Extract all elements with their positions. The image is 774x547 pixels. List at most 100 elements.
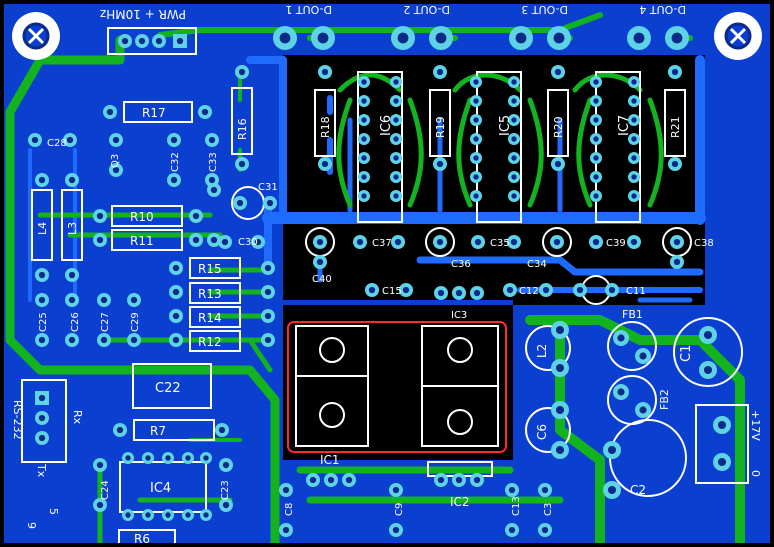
pad-drill xyxy=(96,461,104,469)
pad-drill xyxy=(473,155,479,161)
pad-drill xyxy=(671,68,679,76)
pad-drill xyxy=(473,476,481,484)
label-r6: R6 xyxy=(134,532,150,543)
ic5-outline xyxy=(476,71,522,223)
pad-drill xyxy=(473,136,479,142)
pad-drill xyxy=(593,174,599,180)
pad-drill xyxy=(96,236,104,244)
pad-drill xyxy=(511,174,517,180)
label-c6: C6 xyxy=(535,424,549,440)
label-r16: R16 xyxy=(236,118,249,140)
pad-drill xyxy=(576,286,584,294)
label-c36: C36 xyxy=(451,259,471,270)
label-c29: C29 xyxy=(130,312,141,332)
label-dout3: D-OUT 3 xyxy=(521,3,568,16)
pad-drill xyxy=(112,136,120,144)
pad-drill xyxy=(100,296,108,304)
pad-drill xyxy=(455,476,463,484)
pad-drill xyxy=(593,136,599,142)
label-r17: R17 xyxy=(142,106,166,120)
pad-drill xyxy=(192,212,200,220)
ic7-outline xyxy=(595,71,641,223)
pad-drill xyxy=(703,330,713,340)
resistor-outlines xyxy=(31,87,686,547)
pad-drill xyxy=(192,236,200,244)
pad-drill xyxy=(356,238,364,246)
pad-drill xyxy=(125,455,131,461)
pads xyxy=(28,26,731,537)
pad-drill xyxy=(165,512,171,518)
pad-drill xyxy=(31,136,39,144)
pad-drill xyxy=(393,117,399,123)
label-r21: R21 xyxy=(669,116,682,138)
pad-drill xyxy=(203,512,209,518)
pad-drill xyxy=(264,336,272,344)
pad-drill xyxy=(222,461,230,469)
label-c2: C2 xyxy=(630,483,646,497)
pad-drill xyxy=(264,312,272,320)
label-ic4: IC4 xyxy=(150,481,171,496)
pad-drill xyxy=(185,512,191,518)
pad-drill xyxy=(316,258,324,266)
pad-drill xyxy=(316,238,324,246)
pad-drill xyxy=(631,174,637,180)
label-c33: C33 xyxy=(208,152,219,172)
label-l4: L4 xyxy=(36,222,49,235)
pad-drill xyxy=(321,68,329,76)
ic6-outline xyxy=(357,71,403,223)
pad-drill xyxy=(511,193,517,199)
keepout-outline xyxy=(287,321,507,453)
label-r10: R10 xyxy=(130,210,154,224)
pad-drill xyxy=(473,117,479,123)
pad-drill xyxy=(474,238,482,246)
pad-drill xyxy=(172,312,180,320)
pad-drill xyxy=(38,434,46,442)
label-ic2: IC2 xyxy=(450,495,470,509)
pad-drill xyxy=(511,98,517,104)
pad-drill xyxy=(361,155,367,161)
label-ic7: IC7 xyxy=(617,115,632,136)
label-c9: C9 xyxy=(394,503,405,516)
pad-drill xyxy=(361,193,367,199)
pad-drill xyxy=(264,288,272,296)
pad-drill xyxy=(511,117,517,123)
pad-drill xyxy=(393,79,399,85)
label-r19: R19 xyxy=(434,116,447,138)
pad-drill xyxy=(633,32,645,44)
label-c25: C25 xyxy=(38,312,49,332)
pad-drill xyxy=(201,108,209,116)
pad-drill xyxy=(38,296,46,304)
pad-drill xyxy=(38,176,46,184)
pad-drill xyxy=(436,68,444,76)
pad-drill xyxy=(361,117,367,123)
label-c23: C23 xyxy=(220,480,231,500)
label-zero: 0 xyxy=(749,470,762,477)
pad-drill xyxy=(317,32,329,44)
pad-drill xyxy=(176,37,184,45)
connector-pwr: PWR + 10MHz xyxy=(100,7,197,55)
pad-drill xyxy=(631,136,637,142)
pad-drill xyxy=(593,155,599,161)
label-c24: C24 xyxy=(100,480,111,500)
pad-drill xyxy=(210,236,218,244)
label-fb2: FB2 xyxy=(658,389,671,410)
label-fb1: FB1 xyxy=(622,308,643,321)
label-r20: R20 xyxy=(552,116,565,138)
pad-drill xyxy=(238,68,246,76)
pad-drill xyxy=(508,486,516,494)
label-rx: Rx xyxy=(71,410,84,425)
pad-drill xyxy=(361,79,367,85)
pad-drill xyxy=(473,98,479,104)
pad-drill xyxy=(515,32,527,44)
pad-drill xyxy=(68,271,76,279)
pad-drill xyxy=(673,258,681,266)
pad-drill xyxy=(397,32,409,44)
pad-drill xyxy=(435,32,447,44)
pad-drill xyxy=(345,476,353,484)
label-c32: C32 xyxy=(170,152,181,172)
label-r12: R12 xyxy=(198,335,222,349)
label-pwr: PWR + 10MHz xyxy=(100,7,186,21)
pad-drill xyxy=(66,136,74,144)
pad-drill xyxy=(593,193,599,199)
